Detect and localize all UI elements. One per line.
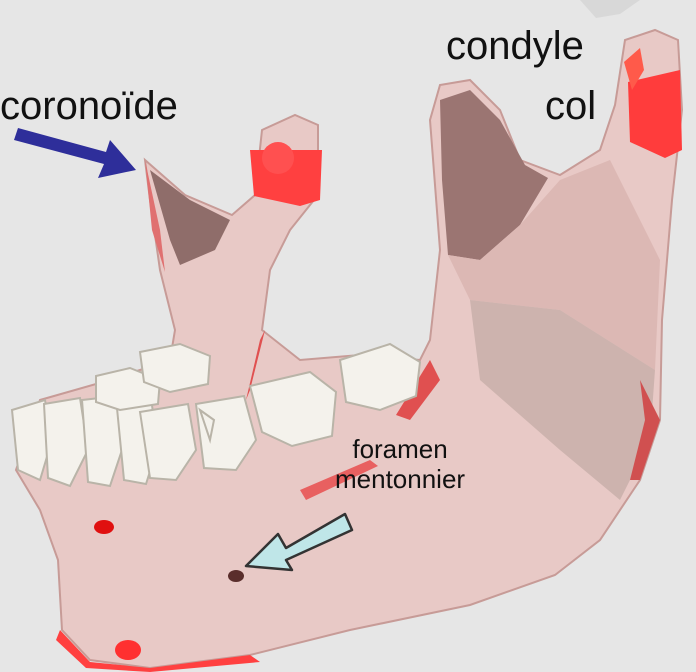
skull-fragment [580,0,640,18]
label-foramen-line2: mentonnier [335,464,465,494]
chin-spot-lower [115,640,141,660]
coronoid-spot [262,142,294,174]
tooth [140,344,210,392]
mental-foramen-hole [228,570,244,582]
label-foramen-mentonnier: foramen mentonnier [335,434,465,494]
label-coronoid: coronoïde [0,84,178,129]
label-col: col [545,84,596,129]
chin-spot-upper [94,520,114,534]
coronoid-arrow [14,128,136,178]
label-condyle: condyle [446,24,584,69]
tooth [340,344,420,410]
label-foramen-line1: foramen [335,434,465,464]
